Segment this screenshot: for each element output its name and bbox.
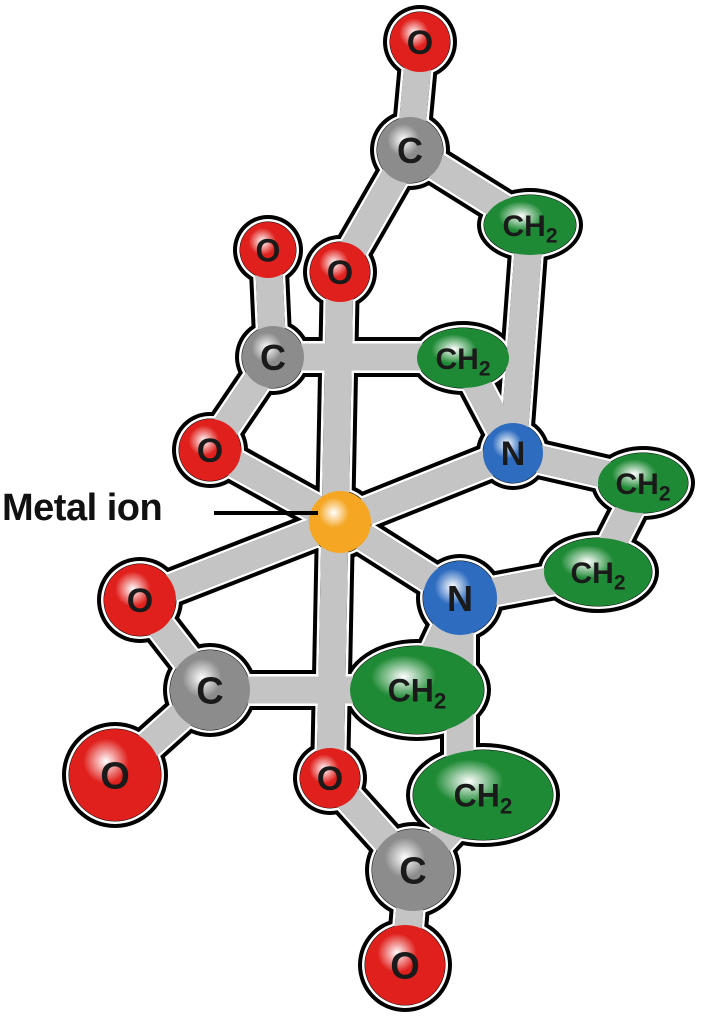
atom-label: O [390,946,420,988]
carbon-atom: C [372,829,454,911]
carbon-sphere [242,326,304,388]
atom-label: O [100,756,130,798]
methylene-sphere [484,195,576,255]
nitrogen-sphere [423,561,497,635]
atom-label: O [407,24,433,62]
metal-ion-label: Metal ion [2,487,163,529]
oxygen-sphere [179,419,241,481]
carbon-atom: C [170,650,250,730]
atom-label: CH2 [570,557,625,595]
oxygen-atom: O [300,748,360,808]
methylene-atom: CH2 [544,538,652,606]
bond [499,223,544,455]
methylene-atom: CH2 [598,453,688,513]
atom-label: O [197,432,223,470]
atom-label: N [501,435,526,473]
bond [334,440,519,535]
bonds [105,40,656,967]
oxygen-sphere [300,748,360,808]
atom-label: C [397,130,423,171]
oxygen-sphere [69,729,161,821]
methylene-sphere [350,646,484,734]
nitrogen-atom: N [483,423,543,483]
atom-label: CH2 [435,343,490,381]
atom-label: C [260,337,286,378]
oxygen-atom: O [240,222,296,278]
carbon-atom: C [242,326,304,388]
methylene-sphere [413,750,553,840]
oxygen-atom: O [69,729,161,821]
methylene-atom: CH2 [350,646,484,734]
carbon-sphere [170,650,250,730]
methylene-atom: CH2 [417,328,509,388]
oxygen-atom: O [104,564,176,636]
oxygen-sphere [390,12,450,72]
methylene-sphere [417,328,509,388]
atom-label: CH2 [502,210,557,248]
atom-label: CH2 [615,468,670,506]
methylene-atom: CH2 [484,195,576,255]
oxygen-sphere [365,925,445,1005]
oxygen-sphere [240,222,296,278]
metal-sphere [309,491,371,553]
atom-label: O [317,760,343,798]
atom-label: O [256,233,281,269]
methylene-sphere [544,538,652,606]
atom-label: C [399,851,426,893]
atom-label: O [327,254,353,292]
atom-label: CH2 [388,673,447,714]
atom-label: O [127,582,153,620]
atom-label: N [447,578,473,619]
oxygen-atom: O [310,242,370,302]
methylene-atom: CH2 [413,750,553,840]
oxygen-sphere [310,242,370,302]
oxygen-atom: O [365,925,445,1005]
nitrogen-atom: N [423,561,497,635]
oxygen-sphere [104,564,176,636]
methylene-sphere [598,453,688,513]
atom-label: C [196,671,223,713]
metal-atom [309,491,371,553]
oxygen-atom: O [390,12,450,72]
carbon-atom: C [377,117,443,183]
oxygen-atom: O [179,419,241,481]
nitrogen-sphere [483,423,543,483]
carbon-sphere [377,117,443,183]
carbon-sphere [372,829,454,911]
atom-label: CH2 [454,778,513,819]
